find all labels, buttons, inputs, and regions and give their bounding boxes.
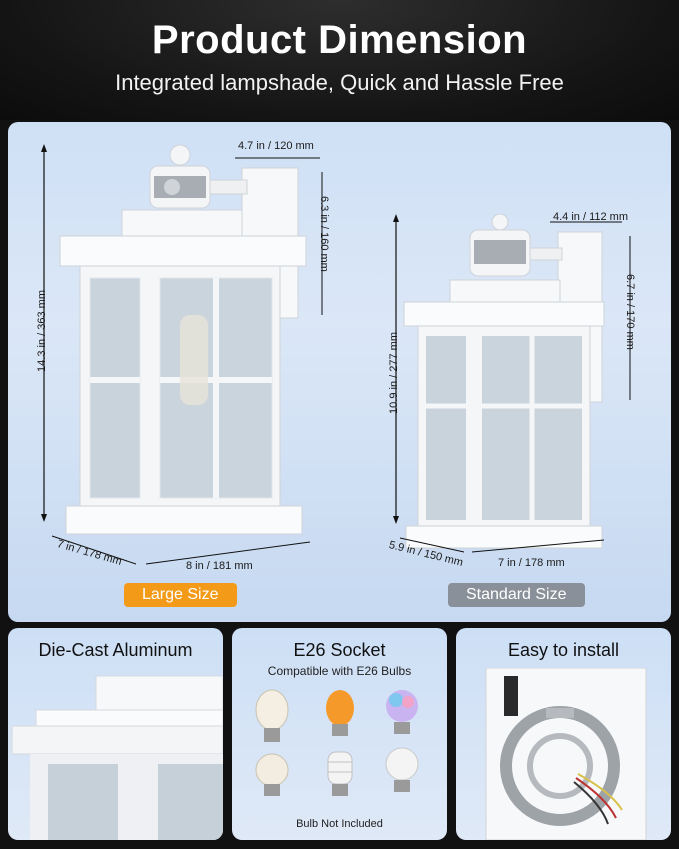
rgb-bulb-icon <box>386 690 418 734</box>
page-title: Product Dimension <box>151 18 528 62</box>
bulb-not-included-note: Bulb Not Included <box>296 818 383 830</box>
large-width-label: 8 in / 181 mm <box>186 560 253 572</box>
socket-card-subtitle: Compatible with E26 Bulbs <box>267 664 412 678</box>
mounting-plate-illustration <box>485 668 647 840</box>
standard-lamp-illustration <box>393 213 631 553</box>
edison-bulb-icon <box>255 689 289 742</box>
bulbs-illustration <box>255 689 419 796</box>
socket-card-title: E26 Socket <box>293 640 386 660</box>
socket-card: E26 Socket Compatible with E26 Bulbs <box>232 628 447 840</box>
a19-bulb-icon <box>385 747 419 792</box>
large-plate-height-label: 6.3 in / 160 mm <box>318 196 330 272</box>
page-subtitle: Integrated lampshade, Quick and Hassle F… <box>115 70 564 95</box>
aluminum-card-title: Die-Cast Aluminum <box>38 640 193 660</box>
spiral-cfl-bulb-icon <box>327 751 353 796</box>
standard-plate-height-label: 6.7 in / 170 mm <box>624 274 636 350</box>
standard-size-badge: Standard Size <box>448 583 585 607</box>
large-lamp-illustration <box>41 144 323 565</box>
large-arm-depth-label: 4.7 in / 120 mm <box>238 140 314 152</box>
header-banner <box>0 0 679 120</box>
aluminum-closeup-illustration <box>11 675 223 840</box>
standard-arm-depth-label: 4.4 in / 112 mm <box>553 211 628 223</box>
flame-bulb-icon <box>326 690 354 736</box>
standard-height-label: 10.9 in / 277 mm <box>388 332 400 414</box>
large-size-badge: Large Size <box>124 583 237 607</box>
large-height-label: 14.3 in / 363 mm <box>36 290 48 372</box>
standard-width-label: 7 in / 178 mm <box>498 557 565 569</box>
install-card-title: Easy to install <box>507 640 620 660</box>
aluminum-card: Die-Cast Aluminum <box>8 628 223 840</box>
install-card: Easy to install <box>456 628 671 840</box>
globe-bulb-icon <box>255 753 289 796</box>
